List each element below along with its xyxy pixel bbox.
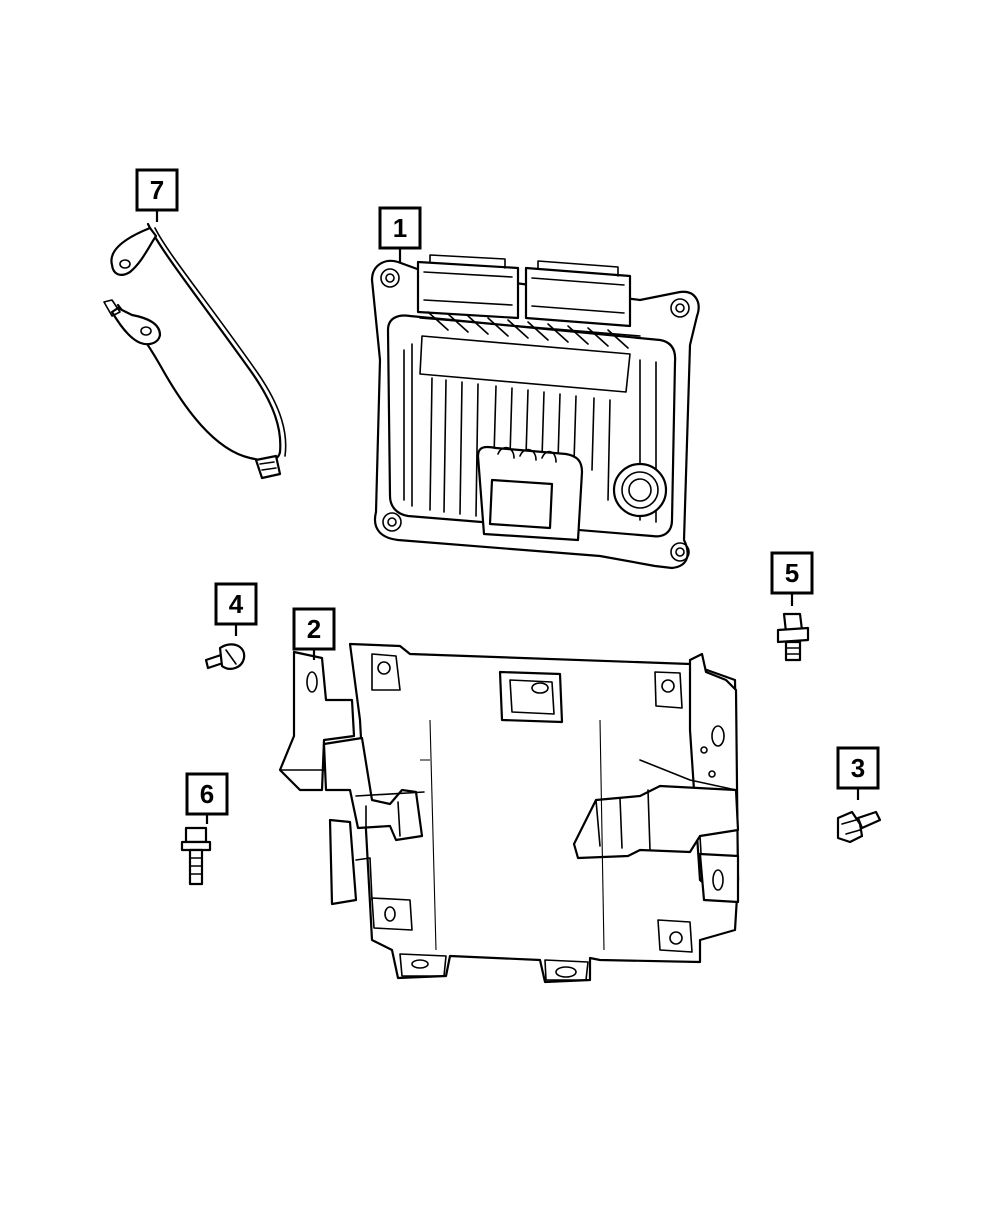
callout-4: 4 xyxy=(214,582,258,626)
callout-6: 6 xyxy=(185,772,229,816)
callout-leaders xyxy=(155,210,860,824)
callout-1: 1 xyxy=(378,206,422,250)
bolt-6[interactable] xyxy=(180,826,212,886)
callout-3-label: 3 xyxy=(851,753,865,783)
mounting-bracket[interactable] xyxy=(278,642,740,984)
callout-2: 2 xyxy=(292,607,336,651)
callout-2-label: 2 xyxy=(307,614,321,644)
callout-1-label: 1 xyxy=(393,213,407,243)
callout-6-label: 6 xyxy=(200,779,214,809)
bolt-5[interactable] xyxy=(776,612,810,662)
callout-3: 3 xyxy=(836,746,880,790)
screw-4[interactable] xyxy=(204,643,246,670)
ground-strap-wire[interactable] xyxy=(103,222,287,480)
callout-7-label: 7 xyxy=(150,175,164,205)
callout-4-label: 4 xyxy=(229,589,244,619)
engine-control-module[interactable] xyxy=(370,254,700,570)
bolt-3[interactable] xyxy=(836,810,882,844)
callout-5: 5 xyxy=(770,551,814,595)
callout-7: 7 xyxy=(135,168,179,212)
callout-5-label: 5 xyxy=(785,558,799,588)
